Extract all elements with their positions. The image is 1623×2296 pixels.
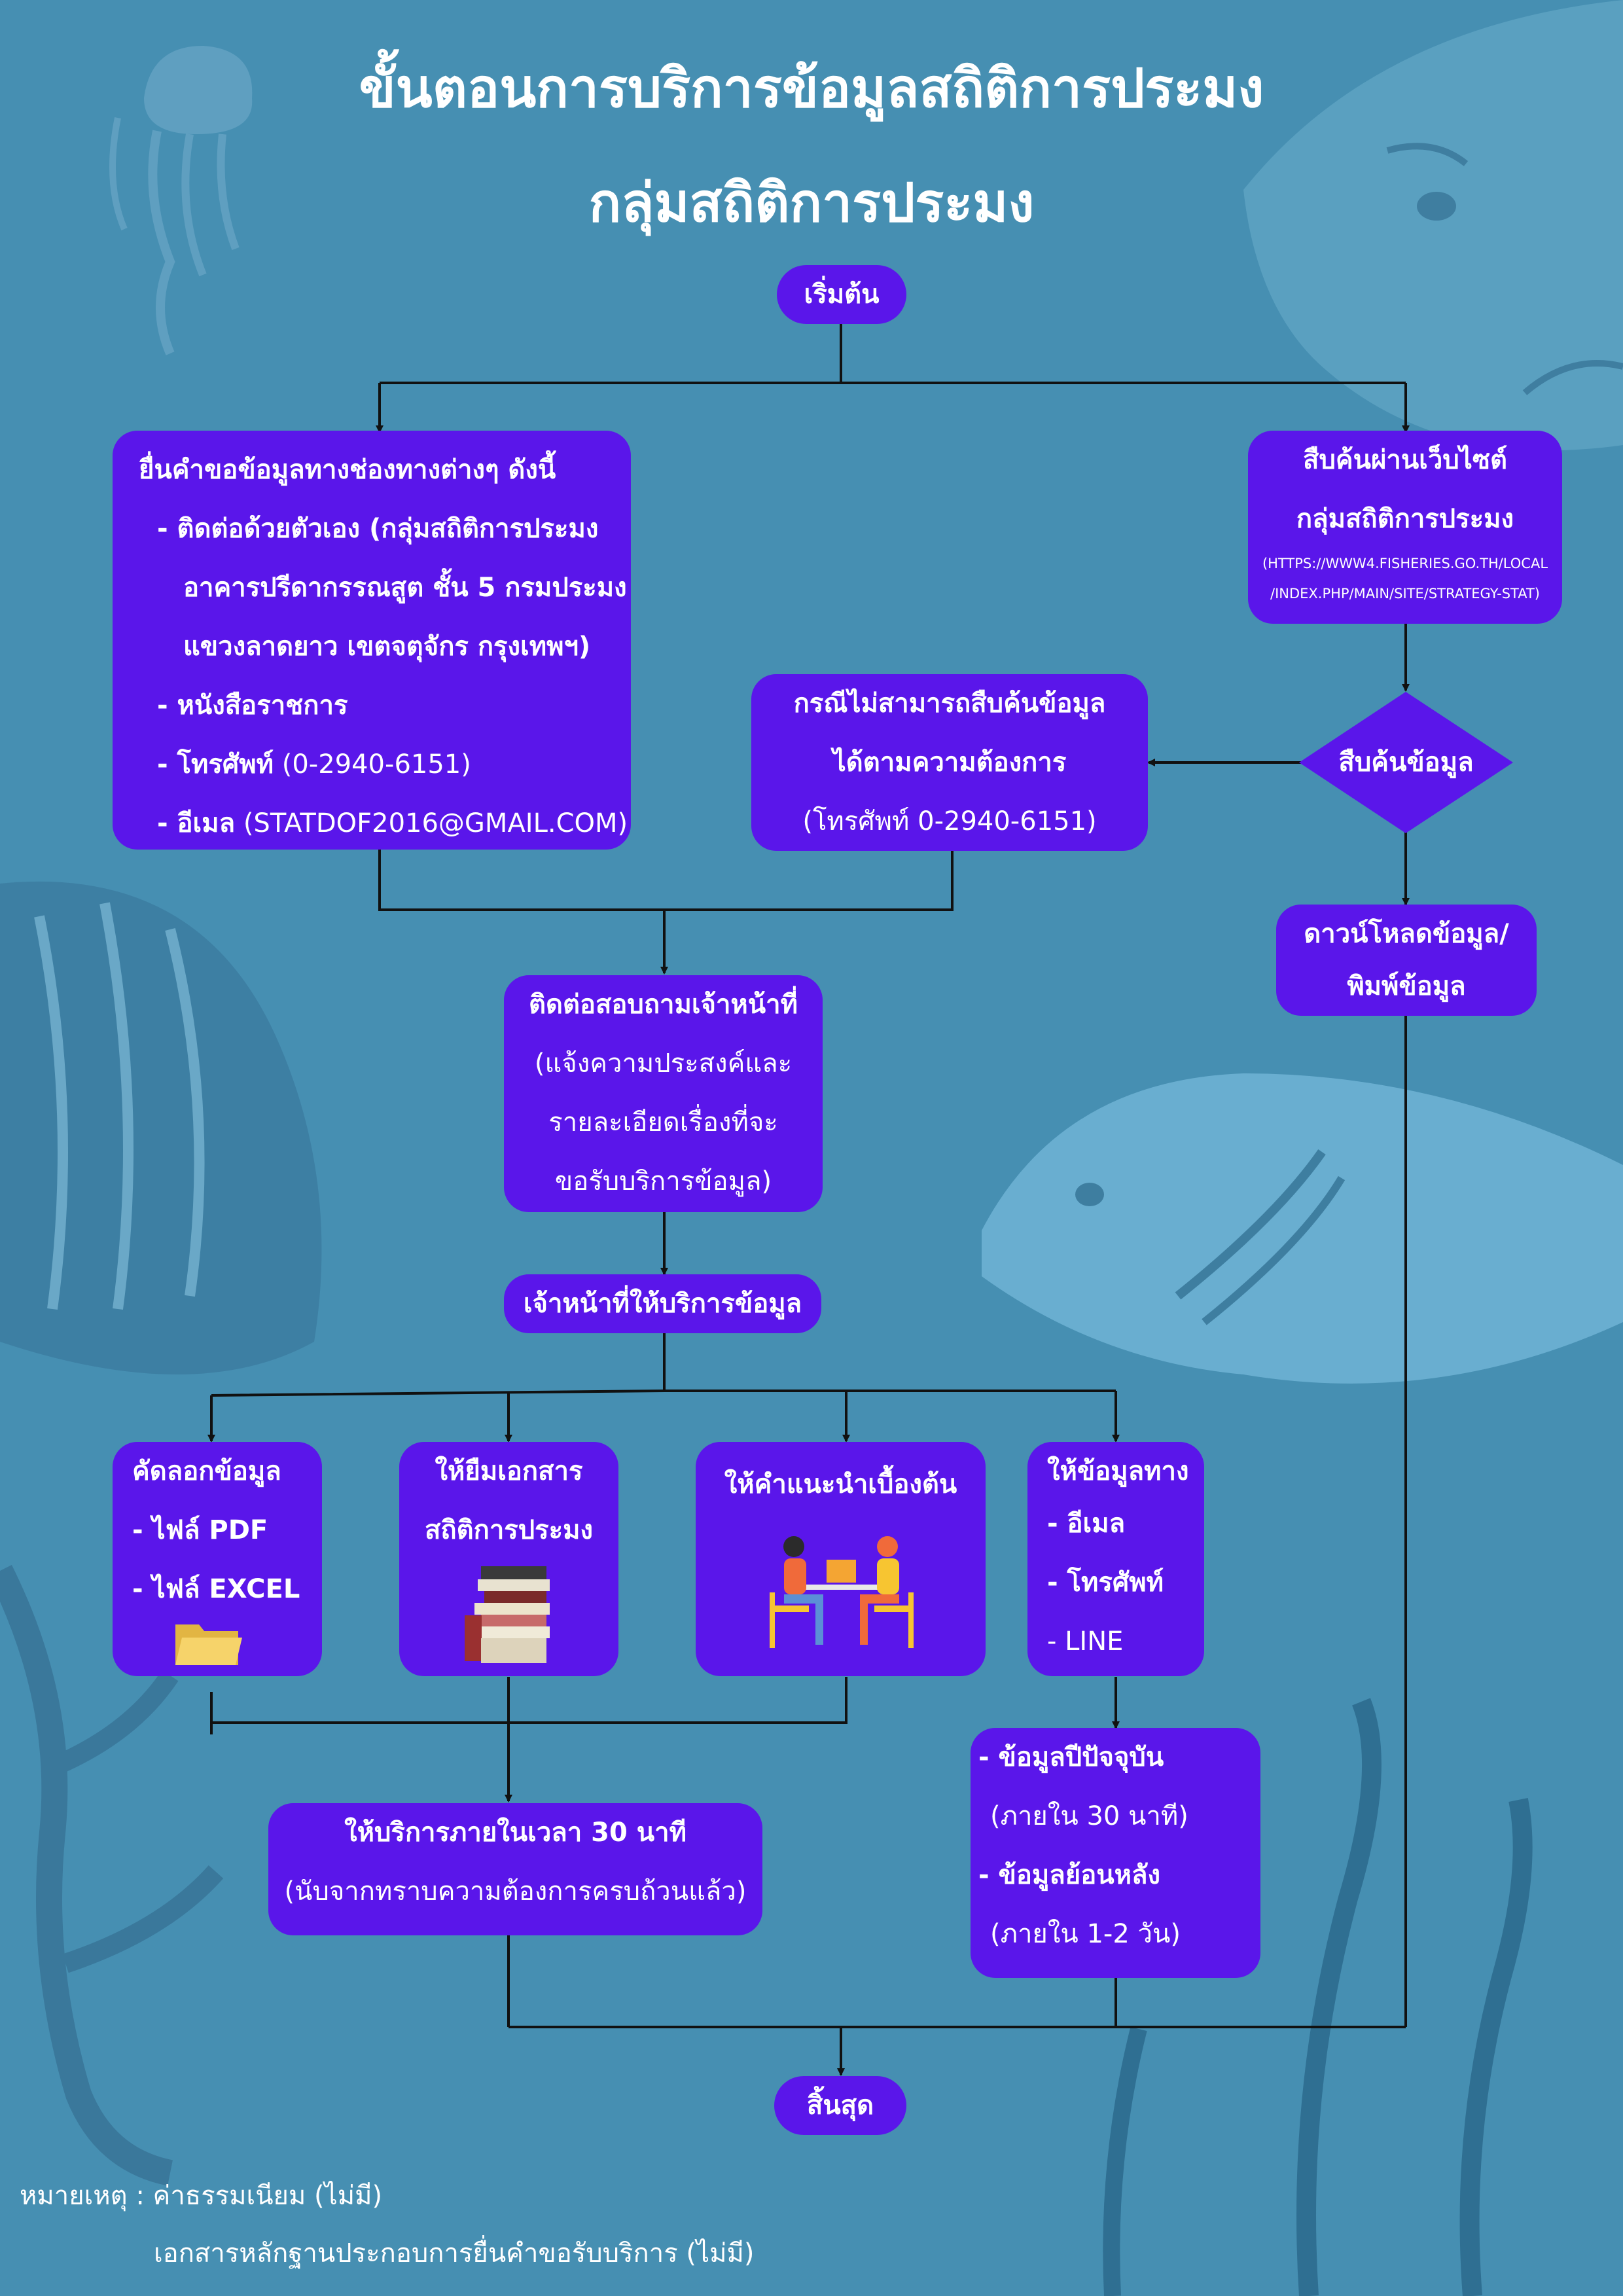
lend-line2: สถิติการประมง — [424, 1515, 594, 1545]
website-url-line1: (HTTPS://WWW4.FISHERIES.GO.TH/LOCAL — [1262, 556, 1548, 571]
data-current-year: - ข้อมูลปีปัจจุบัน — [978, 1742, 1164, 1772]
basic-advice-box: ให้คำแนะนำเบื้องต้น — [696, 1442, 986, 1676]
request-merge-line — [378, 848, 664, 911]
website-line1: สืบค้นผ่านเว็บไซต์ — [1303, 445, 1507, 475]
fish-center-decoration — [982, 1073, 1623, 1384]
channel-item-phone: - โทรศัพท์ — [1047, 1568, 1164, 1598]
request-line-letter: - หนังสือราชการ — [157, 691, 348, 721]
request-email-value: (STATDOF2016@GMAIL.COM) — [243, 808, 628, 838]
contact-line3: รายละเอียดเรื่องที่จะ — [548, 1107, 778, 1138]
lend-line1: ให้ยืมเอกสาร — [435, 1456, 583, 1486]
note-fee: หมายเหตุ : ค่าธรรมเนียม (ไม่มี) — [20, 2181, 383, 2211]
consultation-illustration-icon — [770, 1536, 914, 1648]
copy-item-pdf: - ไฟล์ PDF — [132, 1515, 268, 1545]
channel-item-email: - อีเมล — [1047, 1509, 1126, 1539]
request-email-label: - อีเมล — [157, 808, 236, 838]
copy-item-excel: - ไฟล์ EXCEL — [132, 1574, 300, 1604]
request-line-self: - ติดต่อด้วยตัวเอง (กลุ่มสถิติการประมง — [157, 514, 599, 544]
data-historical: - ข้อมูลย้อนหลัง — [978, 1860, 1160, 1890]
request-phone-value: (0-2940-6151) — [281, 749, 471, 780]
request-line-email: - อีเมล (STATDOF2016@GMAIL.COM) — [139, 794, 631, 853]
request-line-phone: - โทรศัพท์ (0-2940-6151) — [139, 735, 631, 794]
advice-merge-line — [211, 1677, 847, 1724]
advice-line1: ให้คำแนะนำเบื้องต้น — [724, 1469, 957, 1499]
download-print-box: ดาวน์โหลดข้อมูล/ พิมพ์ข้อมูล — [1276, 905, 1537, 1016]
not-found-line2: ได้ตามความต้องการ — [832, 747, 1067, 778]
channel-item-line: - LINE — [1047, 1626, 1124, 1657]
download-line1: ดาวน์โหลดข้อมูล/ — [1304, 919, 1509, 949]
not-found-line1: กรณีไม่สามารถสืบค้นข้อมูล — [793, 689, 1106, 719]
contact-staff-box: ติดต่อสอบถามเจ้าหน้าที่ (แจ้งความประสงค์… — [504, 975, 823, 1212]
request-heading: ยื่นคำขอข้อมูลทางช่องทางต่างๆ ดังนี้ — [139, 455, 556, 485]
books-stack-icon — [465, 1566, 550, 1663]
search-decision-diamond — [1299, 692, 1513, 833]
note-documents: เอกสารหลักฐานประกอบการยื่นคำขอรับบริการ … — [154, 2238, 755, 2269]
contact-line1: ติดต่อสอบถามเจ้าหน้าที่ — [529, 990, 798, 1020]
data-historical-time: (ภายใน 1-2 วัน) — [990, 1919, 1181, 1949]
search-decision-label: สืบค้นข้อมูล — [1338, 747, 1474, 778]
download-line2: พิมพ์ข้อมูล — [1347, 971, 1466, 1001]
lend-documents-box: ให้ยืมเอกสาร สถิติการประมง — [399, 1442, 618, 1676]
fish-left-decoration — [0, 881, 322, 1374]
service-time-line1: ให้บริการภายในเวลา 30 นาที — [344, 1818, 687, 1848]
fish-top-right-decoration — [1243, 0, 1623, 450]
page-subtitle: กลุ่มสถิติการประมง — [588, 172, 1035, 234]
website-search-box: สืบค้นผ่านเว็บไซต์ กลุ่มสถิติการประมง (H… — [1248, 431, 1562, 624]
page-title: ขั้นตอนการบริการข้อมูลสถิติการประมง — [359, 58, 1264, 120]
end-node: สิ้นสุด — [774, 2076, 906, 2135]
seaweed-bottom-right-decoration — [1103, 1698, 1533, 2296]
request-phone-label: - โทรศัพท์ — [157, 749, 274, 780]
service-time-line2: (นับจากทราบความต้องการครบถ้วนแล้ว) — [284, 1876, 747, 1907]
jellyfish-decoration — [109, 46, 253, 355]
search-not-found-box: กรณีไม่สามารถสืบค้นข้อมูล ได้ตามความต้อง… — [751, 674, 1148, 851]
not-found-line3: (โทรศัพท์ 0-2940-6151) — [802, 806, 1097, 836]
data-channels-box: ให้ข้อมูลทาง - อีเมล - โทรศัพท์ - LINE — [1027, 1442, 1204, 1676]
contact-line2: (แจ้งความประสงค์และ — [534, 1049, 793, 1079]
copy-heading: คัดลอกข้อมูล — [132, 1456, 281, 1486]
copy-data-box: คัดลอกข้อมูล - ไฟล์ PDF - ไฟล์ EXCEL — [113, 1442, 322, 1676]
service-time-box: ให้บริการภายในเวลา 30 นาที (นับจากทราบคว… — [268, 1803, 762, 1935]
website-url-line2: /INDEX.PHP/MAIN/SITE/STRATEGY-STAT) — [1270, 586, 1540, 601]
data-period-box: - ข้อมูลปีปัจจุบัน (ภายใน 30 นาที) - ข้อ… — [971, 1728, 1260, 1978]
staff-service-node: เจ้าหน้าที่ให้บริการข้อมูล — [504, 1274, 821, 1333]
data-current-year-time: (ภายใน 30 นาที) — [990, 1801, 1188, 1831]
coral-bottom-left-decoration — [0, 1565, 224, 2186]
folder-icon — [175, 1624, 242, 1665]
website-line2: กลุ่มสถิติการประมง — [1296, 504, 1514, 534]
contact-line4: ขอรับบริการข้อมูล) — [554, 1166, 772, 1196]
channel-heading: ให้ข้อมูลทาง — [1047, 1456, 1189, 1486]
request-channels-box: ยื่นคำขอข้อมูลทางช่องทางต่างๆ ดังนี้ - ต… — [113, 431, 631, 850]
notfound-merge-line — [664, 851, 954, 911]
start-node: เริ่มต้น — [777, 265, 906, 324]
service-split-line — [211, 1390, 1116, 1397]
request-line-building: อาคารปรีดากรรณสูต ชั้น 5 กรมประมง — [183, 573, 627, 603]
request-line-district: แขวงลาดยาว เขตจตุจักร กรุงเทพฯ) — [183, 632, 591, 662]
